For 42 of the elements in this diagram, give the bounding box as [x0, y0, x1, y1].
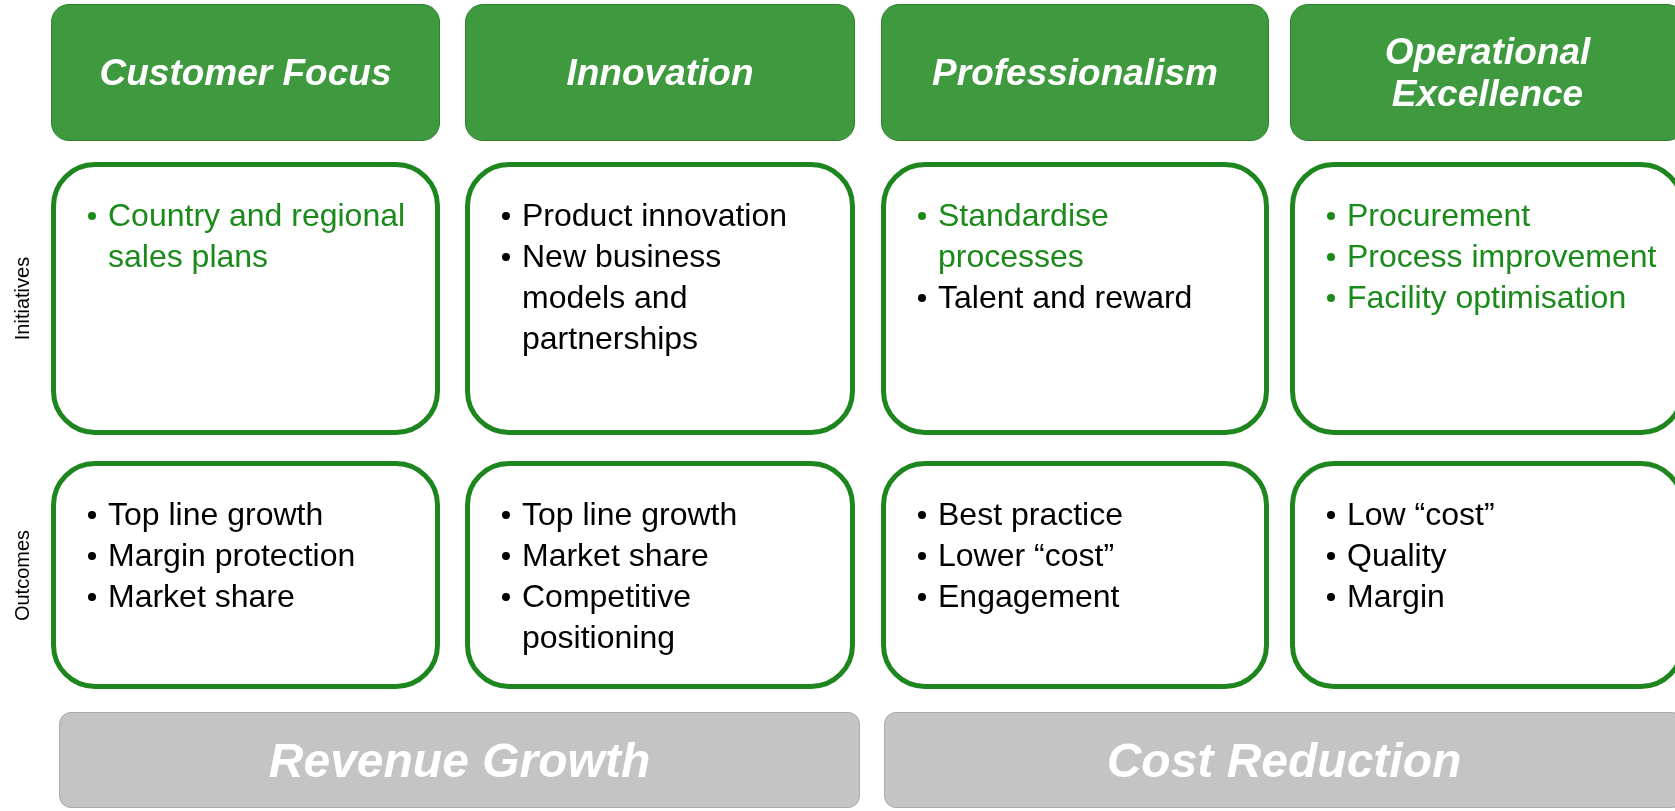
bullet-item: Facility optimisation: [1327, 277, 1660, 318]
bullet-item: Product innovation: [502, 195, 830, 236]
content-box: [1290, 162, 1675, 435]
bullet-item: Lower “cost”: [918, 535, 1244, 576]
bullet-item: Top line growth: [502, 494, 830, 535]
row-label: Outcomes: [10, 529, 34, 621]
bullet-item: Margin protection: [88, 535, 415, 576]
bullet-item: Top line growth: [88, 494, 415, 535]
band-title: Revenue Growth: [268, 732, 651, 788]
bullet-item: Market share: [502, 535, 830, 576]
content-box: [881, 461, 1269, 689]
header-title: Innovation: [566, 51, 754, 94]
content-box: [465, 162, 855, 435]
header-title: Operational Excellence: [1383, 30, 1592, 115]
bullet-item: Country and regional sales plans: [88, 195, 415, 277]
bullet-item: Best practice: [918, 494, 1244, 535]
header-box: [465, 4, 855, 141]
header-title: Professionalism: [932, 51, 1218, 94]
bullet-item: Quality: [1327, 535, 1660, 576]
content-box: [51, 461, 440, 689]
bullet-item: New business models and partnerships: [502, 236, 830, 359]
bullet-item: Standardise processes: [918, 195, 1244, 277]
header-box: [1290, 4, 1675, 141]
category-band: [59, 712, 860, 808]
bullet-item: Market share: [88, 576, 415, 617]
bullet-item: Low “cost”: [1327, 494, 1660, 535]
bullet-item: Procurement: [1327, 195, 1660, 236]
content-box: [1290, 461, 1675, 689]
bullet-item: Engagement: [918, 576, 1244, 617]
content-box: [881, 162, 1269, 435]
header-title: Customer Focus: [99, 51, 392, 94]
bullet-item: Margin: [1327, 576, 1660, 617]
bullet-item: Process improvement: [1327, 236, 1660, 277]
content-box: [51, 162, 440, 435]
category-band: [884, 712, 1675, 808]
band-title: Cost Reduction: [1106, 732, 1462, 788]
header-box: [881, 4, 1269, 141]
row-label: Initiatives: [10, 256, 34, 340]
header-box: [51, 4, 440, 141]
bullet-item: Talent and reward: [918, 277, 1244, 318]
content-box: [465, 461, 855, 689]
bullet-item: Competitive positioning: [502, 576, 830, 658]
